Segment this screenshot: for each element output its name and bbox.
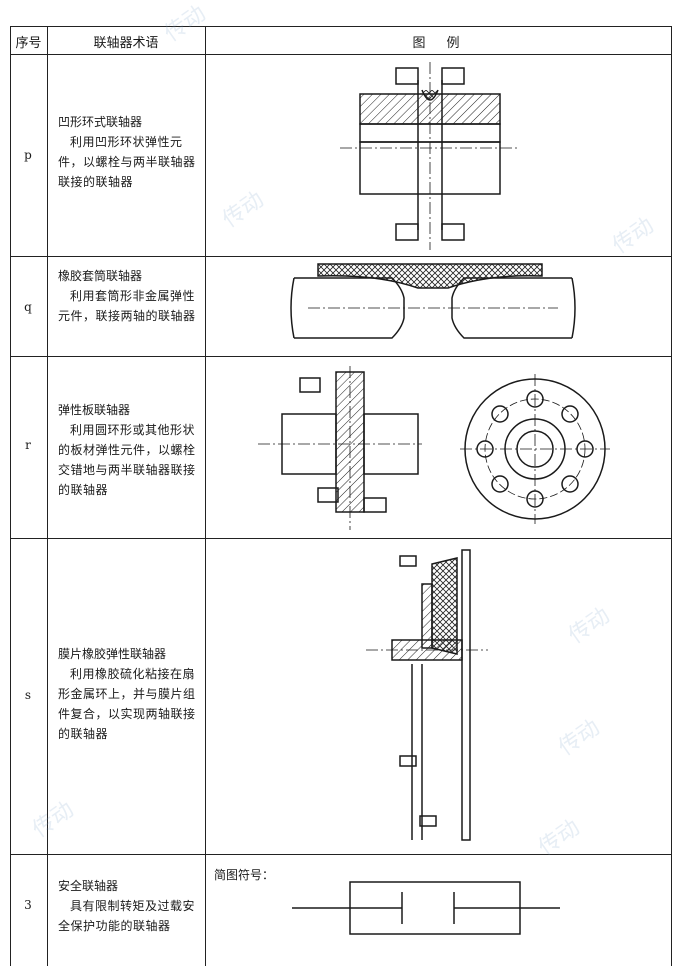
rubber-sleeve-coupling-drawing bbox=[290, 263, 576, 339]
watermark: 传动 bbox=[218, 187, 269, 233]
term-title: 凹形环式联轴器 bbox=[58, 115, 143, 129]
row-divider bbox=[10, 356, 672, 357]
term-cell: 橡胶套筒联轴器 利用套筒形非金属弹性元件，联接两轴的联轴器 bbox=[58, 266, 204, 326]
watermark: 传动 bbox=[608, 213, 659, 259]
term-title: 弹性板联轴器 bbox=[58, 403, 131, 417]
header-figure: 图 例 bbox=[412, 35, 464, 51]
elastic-plate-coupling-end-view-drawing bbox=[460, 374, 610, 524]
row-divider bbox=[10, 256, 672, 257]
table-top-border bbox=[10, 26, 672, 27]
term-title: 橡胶套筒联轴器 bbox=[58, 269, 143, 283]
concave-ring-coupling-drawing bbox=[340, 62, 520, 250]
row-seq: q bbox=[24, 300, 32, 314]
term-description: 利用凹形环状弹性元件，以螺栓与两半联轴器联接的联轴器 bbox=[58, 135, 196, 189]
table-left-border bbox=[10, 26, 11, 966]
term-description: 利用圆环形或其他形状的板材弹性元件，以螺栓交错地与两半联轴器联接的联轴器 bbox=[58, 423, 196, 497]
table-right-border bbox=[671, 26, 672, 966]
row-seq: 3 bbox=[24, 898, 32, 912]
term-description: 利用套筒形非金属弹性元件，联接两轴的联轴器 bbox=[58, 289, 196, 323]
term-description: 利用橡胶硫化粘接在扇形金属环上，并与膜片组件复合，以实现两轴联接的联轴器 bbox=[58, 667, 196, 741]
term-description: 具有限制转矩及过载安全保护功能的联轴器 bbox=[58, 899, 196, 933]
row-seq: p bbox=[24, 148, 32, 162]
term-cell: 膜片橡胶弹性联轴器 利用橡胶硫化粘接在扇形金属环上，并与膜片组件复合，以实现两轴… bbox=[58, 644, 204, 744]
row-seq: r bbox=[25, 438, 31, 452]
row-seq: s bbox=[24, 688, 32, 702]
term-cell: 凹形环式联轴器 利用凹形环状弹性元件，以螺栓与两半联轴器联接的联轴器 bbox=[58, 112, 204, 192]
column-divider bbox=[47, 26, 48, 966]
watermark: 传动 bbox=[554, 715, 605, 761]
header-term: 联轴器术语 bbox=[93, 35, 159, 51]
term-cell: 弹性板联轴器 利用圆环形或其他形状的板材弹性元件，以螺栓交错地与两半联轴器联接的… bbox=[58, 400, 204, 500]
header-bottom-border bbox=[10, 54, 672, 55]
watermark: 传动 bbox=[564, 603, 615, 649]
elastic-plate-coupling-section-drawing bbox=[258, 366, 422, 530]
column-divider bbox=[205, 26, 206, 966]
watermark: 传动 bbox=[28, 797, 79, 843]
safety-coupling-symbol bbox=[292, 881, 560, 935]
diaphragm-rubber-coupling-drawing bbox=[366, 549, 488, 841]
term-title: 安全联轴器 bbox=[58, 879, 119, 893]
term-title: 膜片橡胶弹性联轴器 bbox=[58, 647, 167, 661]
symbol-label: 简图符号： bbox=[214, 868, 275, 882]
row-divider bbox=[10, 538, 672, 539]
term-cell: 安全联轴器 具有限制转矩及过载安全保护功能的联轴器 bbox=[58, 876, 204, 936]
row-divider bbox=[10, 854, 672, 855]
header-seq: 序号 bbox=[15, 35, 42, 51]
